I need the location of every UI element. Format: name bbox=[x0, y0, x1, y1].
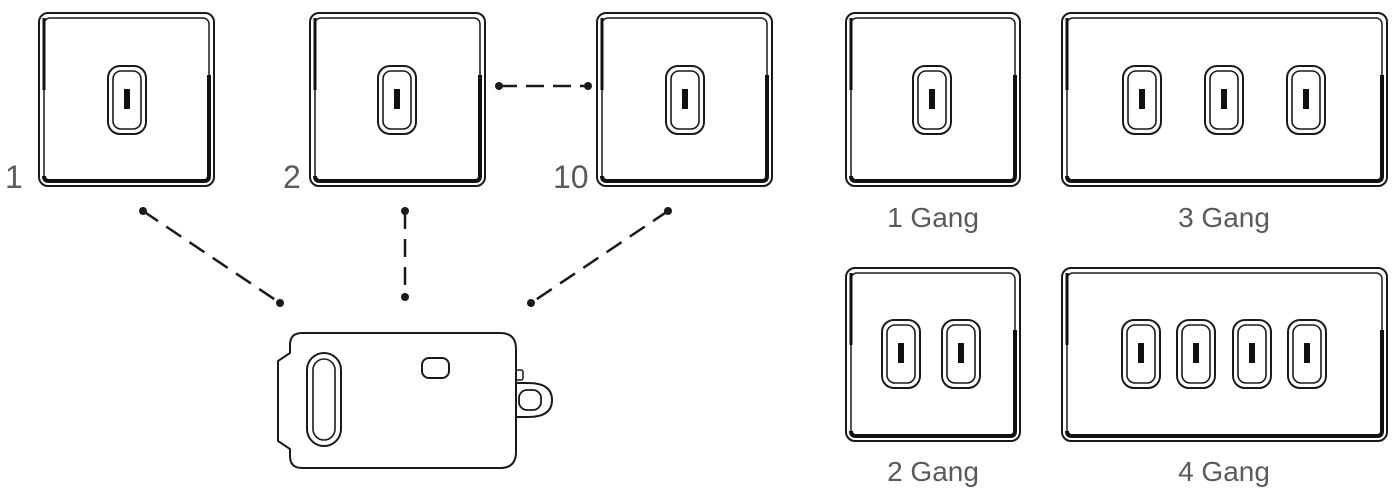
three-gang-rocker-2 bbox=[1204, 65, 1244, 135]
switch-number-2: 2 bbox=[283, 159, 301, 195]
link-switch2-receiver bbox=[401, 207, 409, 301]
switch-2-plate bbox=[309, 12, 486, 187]
switch-1-rocker bbox=[107, 65, 147, 135]
four-gang-rocker-1 bbox=[1121, 319, 1161, 389]
switch-number-10: 10 bbox=[553, 159, 589, 195]
switch-number-1: 1 bbox=[5, 159, 23, 195]
three-gang-plate bbox=[1061, 12, 1388, 187]
three-gang-rocker-1 bbox=[1122, 65, 1162, 135]
two-gang-plate bbox=[845, 267, 1021, 442]
one-gang-label: 1 Gang bbox=[887, 202, 979, 233]
four-gang-rocker-3 bbox=[1232, 319, 1272, 389]
two-gang-label: 2 Gang bbox=[887, 456, 979, 487]
two-gang-rocker-2 bbox=[941, 319, 981, 389]
three-gang-label: 3 Gang bbox=[1178, 202, 1270, 233]
four-gang-rocker-4 bbox=[1287, 319, 1327, 389]
link-switch1-receiver bbox=[139, 207, 284, 307]
three-gang-rocker-3 bbox=[1286, 65, 1326, 135]
link-switch2-switch10 bbox=[495, 82, 592, 90]
two-gang-rocker-1 bbox=[881, 319, 921, 389]
one-gang-plate bbox=[845, 12, 1021, 187]
four-gang-label: 4 Gang bbox=[1178, 456, 1270, 487]
receiver-module bbox=[277, 332, 554, 469]
four-gang-plate bbox=[1061, 267, 1388, 442]
switch-10-plate bbox=[596, 12, 773, 187]
switch-1-plate bbox=[38, 12, 215, 187]
switch-2-rocker bbox=[377, 65, 417, 135]
switch-10-rocker bbox=[665, 65, 705, 135]
four-gang-rocker-2 bbox=[1176, 319, 1216, 389]
one-gang-rocker bbox=[912, 65, 952, 135]
link-switch10-receiver bbox=[527, 207, 672, 307]
